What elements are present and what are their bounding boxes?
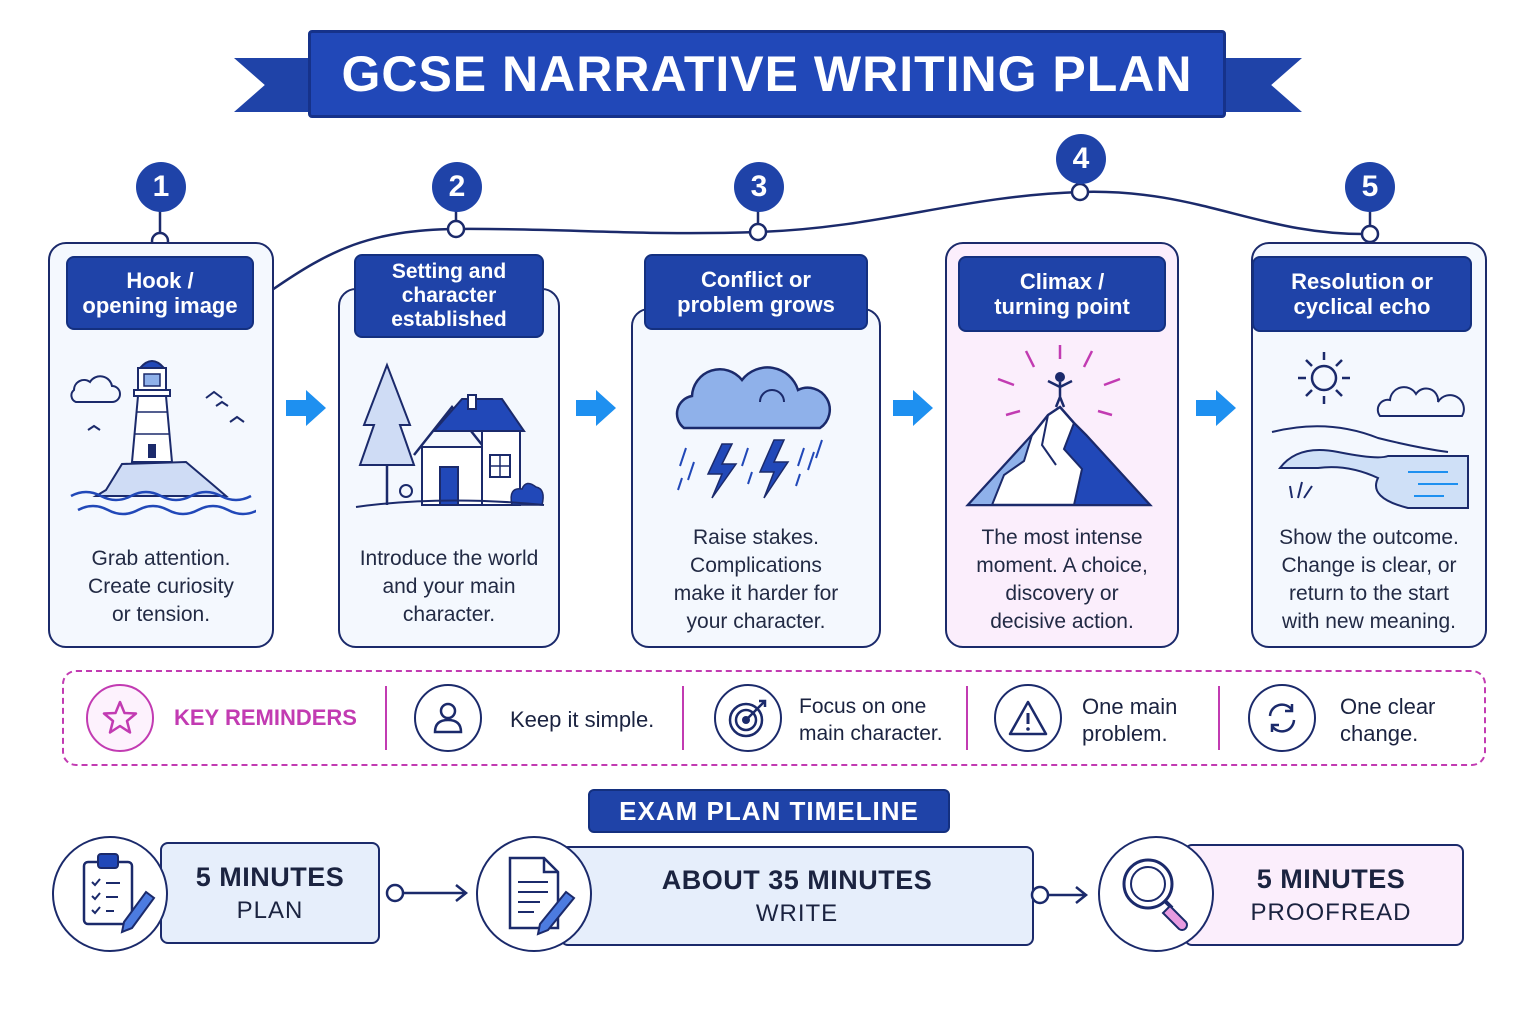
stage-description-resolution: Show the outcome. Change is clear, or re… [1279,526,1459,633]
lighthouse-icon [70,360,256,516]
reminder-text-3: One main problem. [1082,694,1178,746]
step-number-5: 5 [1345,162,1395,212]
page-title: GCSE NARRATIVE WRITING PLAN [308,30,1226,118]
story-arc-line [150,182,1380,292]
house-icon [355,362,545,508]
divider [682,686,684,750]
step-number-3: 3 [734,162,784,212]
cycle-icon [1248,684,1316,752]
step-number-2: 2 [432,162,482,212]
magnifying-glass-icon [1098,836,1214,952]
star-icon [86,684,154,752]
timeline-time-proofread: 5 MINUTES [1256,863,1406,894]
timeline-task-write: WRITE [755,899,839,927]
stage-label-setting: Setting and character established [354,254,544,338]
key-reminders-panel [62,670,1486,766]
timeline-title: EXAM PLAN TIMELINE [588,789,950,833]
key-reminders-title: KEY REMINDERS [174,705,357,730]
stage-description-hook: Grab attention. Create curiosity or tens… [88,547,234,626]
stage-card-conflict [631,308,881,648]
timeline-task-plan: PLAN [236,896,304,924]
timeline-task-proofread: PROOFREAD [1250,898,1412,926]
divider [385,686,387,750]
reminder-text-1: Keep it simple. [510,707,655,732]
stage-description-setting: Introduce the world and your main charac… [359,547,539,626]
arrow-right-icon [576,390,616,426]
step-number-1: 1 [136,162,186,212]
mountain-peak-icon [965,345,1153,507]
step-number-4: 4 [1056,134,1106,184]
arrow-right-icon [1196,390,1236,426]
stage-label-climax: Climax / turning point [958,256,1166,332]
divider [966,686,968,750]
sunny-landscape-icon [1271,352,1469,509]
timeline-arrow-1 [385,883,469,903]
target-icon [714,684,782,752]
clipboard-checklist-icon [52,836,168,952]
timeline-step-write: ABOUT 35 MINUTES WRITE [560,846,1034,946]
person-icon [414,684,482,752]
reminder-text-4: One clear change. [1340,694,1436,746]
timeline-time-plan: 5 MINUTES [195,861,345,892]
reminder-text-2: Focus on one main character. [799,695,943,745]
storm-cloud-icon [675,366,831,499]
stage-description-climax: The most intense moment. A choice, disco… [976,526,1148,633]
timeline-time-write: ABOUT 35 MINUTES [661,864,933,895]
stage-label-hook: Hook / opening image [66,256,254,330]
divider [1218,686,1220,750]
arrow-right-icon [286,390,326,426]
timeline-step-plan: 5 MINUTES PLAN [160,842,380,944]
arrow-right-icon [893,390,933,426]
timeline-arrow-2 [1030,885,1089,905]
warning-icon [994,684,1062,752]
timeline-step-proofread: 5 MINUTES PROOFREAD [1184,844,1464,946]
stage-description-conflict: Raise stakes. Complications make it hard… [673,526,839,633]
document-pencil-icon [476,836,592,952]
stage-label-conflict: Conflict or problem grows [644,254,868,330]
stage-label-resolution: Resolution or cyclical echo [1252,256,1472,332]
